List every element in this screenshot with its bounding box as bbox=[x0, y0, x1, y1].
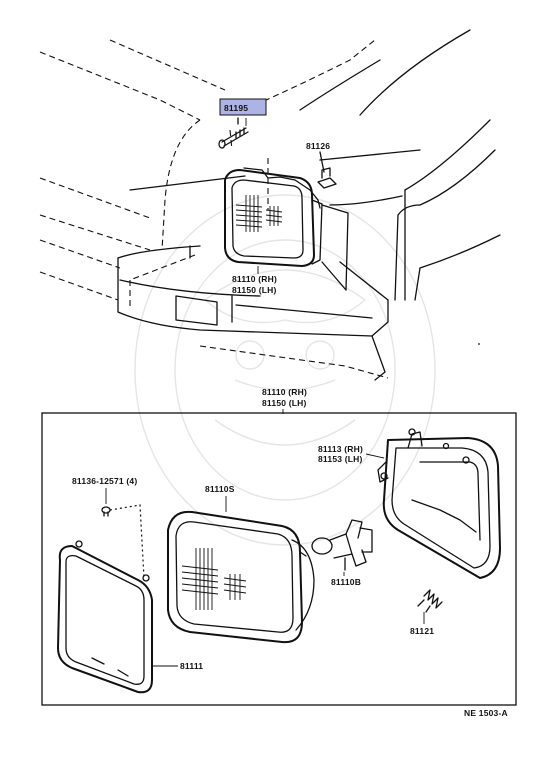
housing-81113 bbox=[377, 428, 501, 579]
bracket-clip-81126 bbox=[317, 151, 337, 189]
sealed-beam-81110S bbox=[167, 510, 315, 644]
callout-81195-highlight[interactable] bbox=[219, 98, 267, 116]
callout-81110-rh-top[interactable]: 81110 (RH) bbox=[232, 274, 277, 284]
assembly-header-lh[interactable]: 81150 (LH) bbox=[262, 398, 307, 408]
speck bbox=[478, 343, 480, 345]
callout-81121[interactable]: 81121 bbox=[410, 626, 434, 636]
figure-code: NE 1503-A bbox=[464, 708, 508, 718]
callout-81136[interactable]: 81136-12571 (4) bbox=[72, 476, 137, 486]
callout-81195[interactable]: 81195 bbox=[224, 103, 248, 113]
headlamp-lens-hatch-lower bbox=[181, 548, 247, 610]
callout-81150-lh-top[interactable]: 81150 (LH) bbox=[232, 285, 277, 295]
watermark-emblem bbox=[134, 194, 436, 546]
retaining-ring-81111 bbox=[57, 540, 153, 694]
callout-81153-lh[interactable]: 81153 (LH) bbox=[318, 454, 363, 464]
callout-81126[interactable]: 81126 bbox=[306, 141, 330, 151]
exploded-view-frame bbox=[41, 412, 517, 706]
leader-81113 bbox=[365, 453, 385, 459]
headlamp-lens-hatch-upper bbox=[235, 195, 283, 232]
bulb-81110B bbox=[311, 519, 373, 571]
spring-81121 bbox=[417, 589, 443, 613]
adjust-screw-81195 bbox=[218, 117, 249, 149]
callout-81110B[interactable]: 81110B bbox=[331, 577, 361, 587]
callout-81110S[interactable]: 81110S bbox=[205, 484, 235, 494]
assembly-header-rh[interactable]: 81110 (RH) bbox=[262, 387, 307, 397]
callout-81113-rh[interactable]: 81113 (RH) bbox=[318, 444, 363, 454]
screw-81136 bbox=[101, 504, 145, 579]
callout-81111[interactable]: 81111 bbox=[180, 661, 203, 671]
